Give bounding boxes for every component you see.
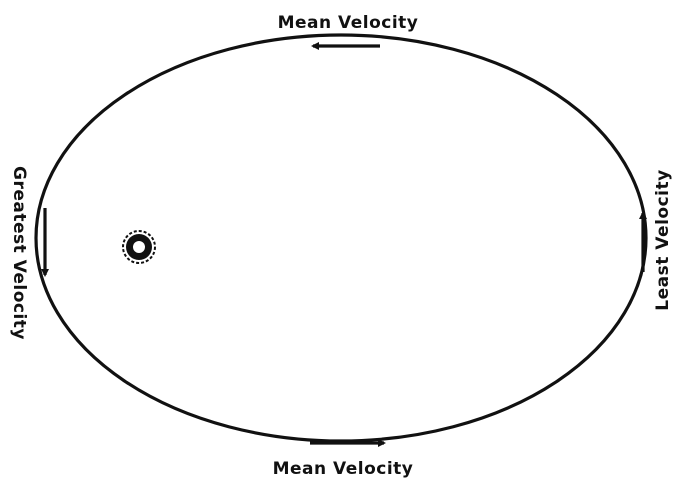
orbit-ellipse xyxy=(36,35,646,441)
label-top: Mean Velocity xyxy=(278,13,419,33)
label-left: Greatest Velocity xyxy=(9,166,29,340)
label-right: Least Velocity xyxy=(653,169,673,310)
label-bottom: Mean Velocity xyxy=(273,459,414,479)
sun-icon xyxy=(123,231,155,263)
